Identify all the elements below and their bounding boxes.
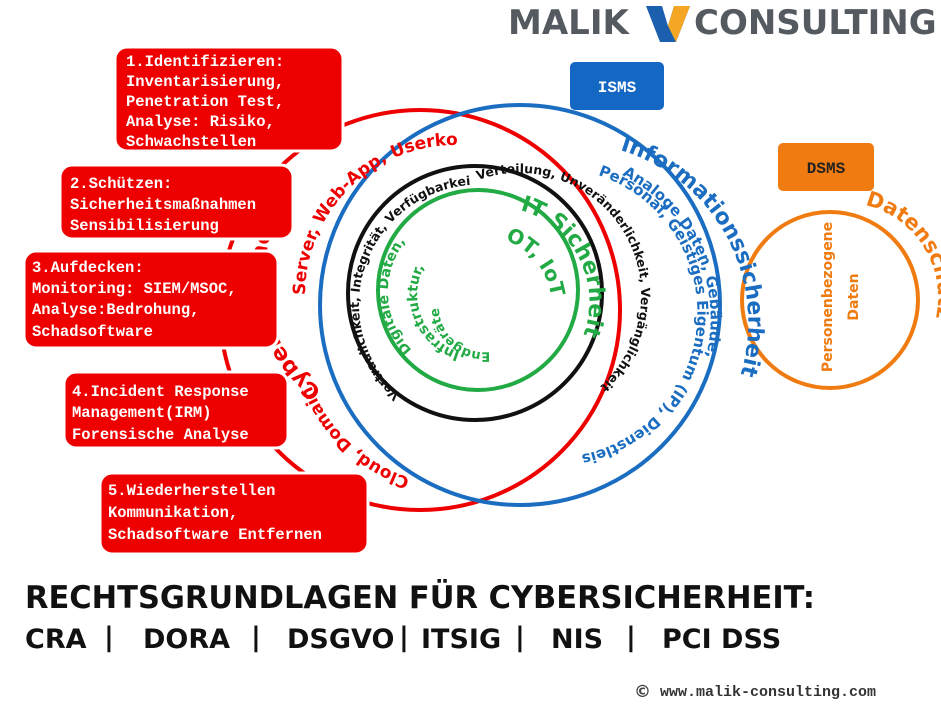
law-separator: | — [251, 622, 261, 653]
logo: MALIK CONSULTING — [508, 3, 937, 43]
law-pci-dss: PCI DSS — [662, 624, 781, 655]
step-4-title: 4.Incident Response — [72, 383, 249, 401]
cia-ring — [346, 164, 604, 422]
informationssicherheit-ring — [318, 103, 722, 507]
step-3-line-2: Analyse:Bedrohung, — [32, 301, 199, 319]
step-4-line-1: Management(IRM) — [72, 404, 212, 422]
step-3-line-3: Schadsoftware — [32, 323, 153, 341]
step-1-line-3: Analyse: Risiko, — [126, 113, 275, 131]
law-cra: CRA — [25, 624, 87, 655]
cia-right-label: Verteilung, Unveränderlichkeit, Vergängl… — [474, 161, 653, 395]
step-2-line-2: Sensibilisierung — [70, 217, 219, 235]
isms-box: ISMS — [570, 62, 664, 110]
law-separator: | — [399, 622, 409, 653]
step-1-line-2: Penetration Test, — [126, 93, 284, 111]
law-dora: DORA — [143, 624, 230, 655]
datenschutz-ring — [740, 210, 920, 390]
step-4-line-2: Forensische Analyse — [72, 426, 249, 444]
dsms-label: DSMS — [807, 160, 846, 178]
step-5-title: 5.Wiederherstellen — [108, 482, 275, 500]
footer-url[interactable]: www.malik-consulting.com — [660, 684, 876, 701]
step-1-line-1: Inventarisierung, — [126, 73, 284, 91]
it-sicherheit-ring — [376, 188, 580, 392]
logo-left-text: MALIK — [508, 3, 630, 43]
step-1-title: 1.Identifizieren: — [126, 53, 284, 71]
step-3-line-1: Monitoring: SIEM/MSOC, — [32, 280, 237, 298]
law-nis: NIS — [551, 624, 603, 655]
step-5-line-1: Kommunikation, — [108, 504, 238, 522]
ds-title-label: Datenschutz — [863, 187, 941, 322]
law-dsgvo: DSGVO — [287, 624, 394, 655]
step-1-box: 1.Identifizieren: Inventarisierung, Pene… — [113, 45, 345, 153]
legal-heading: RECHTSGRUNDLAGEN FÜR CYBERSICHERHEIT: — [25, 579, 815, 616]
ds-line1-label: Personenbezogene — [820, 222, 836, 372]
law-separator: | — [515, 622, 525, 653]
ds-line2-label: Daten — [846, 273, 862, 320]
step-2-box: 2.Schützen: Sicherheitsmaßnahmen Sensibi… — [58, 163, 295, 241]
step-1-line-4: Schwachstellen — [126, 133, 256, 151]
logo-v-mark-icon — [646, 6, 690, 42]
step-2-line-1: Sicherheitsmaßnahmen — [70, 196, 256, 214]
ds-title-text: Datenschutz — [863, 187, 941, 322]
law-itsig: ITSIG — [421, 624, 501, 655]
step-3-box: 3.Aufdecken: Monitoring: SIEM/MSOC, Anal… — [22, 249, 280, 350]
law-separator: | — [626, 622, 636, 653]
dsms-box: DSMS — [778, 143, 874, 191]
cia-right-text: Verteilung, Unveränderlichkeit, Vergängl… — [474, 161, 653, 395]
law-separator: | — [104, 622, 114, 653]
step-3-title: 3.Aufdecken: — [32, 259, 144, 277]
isms-label: ISMS — [598, 79, 637, 97]
step-4-box: 4.Incident Response Management(IRM) Fore… — [62, 370, 290, 450]
step-5-box: 5.Wiederherstellen Kommunikation, Schads… — [98, 471, 370, 556]
step-5-line-2: Schadsoftware Entfernen — [108, 526, 322, 544]
laws-row: CRA | DORA | DSGVO | ITSIG | NIS | PCI D… — [25, 622, 781, 655]
logo-right-text: CONSULTING — [694, 3, 937, 43]
step-2-title: 2.Schützen: — [70, 175, 172, 193]
copyright-icon: © — [634, 682, 651, 702]
